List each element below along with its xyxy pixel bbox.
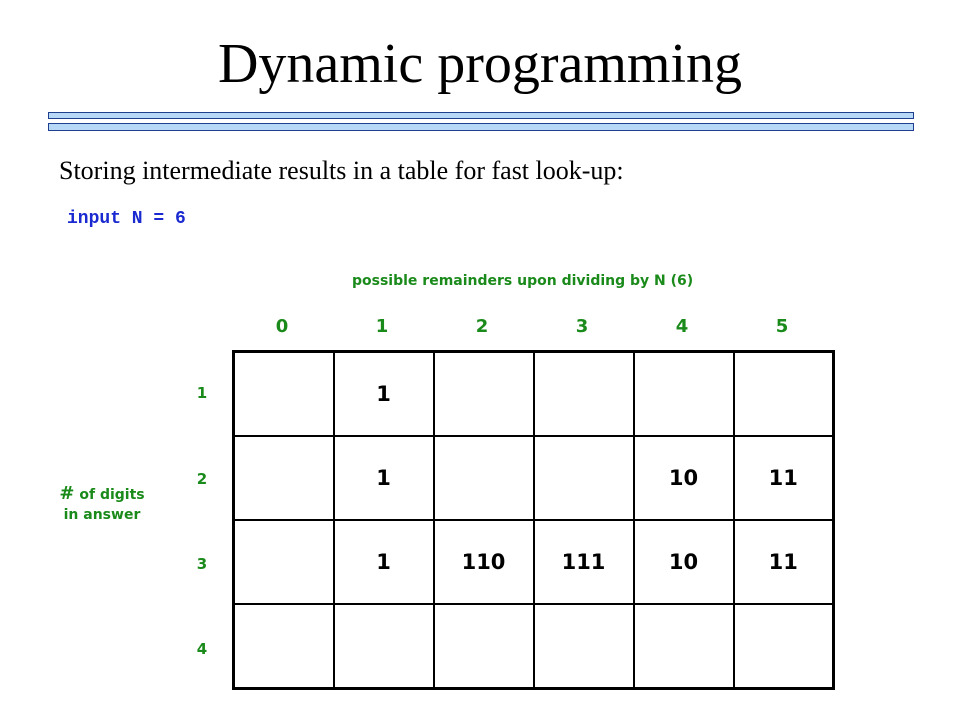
table-cell: 1 xyxy=(332,519,435,605)
row-header-3: 3 xyxy=(196,555,208,573)
dp-table: 1 1 10 11 1 110 111 10 11 xyxy=(232,350,835,690)
table-cell: 10 xyxy=(632,435,735,521)
table-row: 1 10 11 xyxy=(232,435,835,521)
table-cell: 110 xyxy=(432,519,535,605)
column-header-3: 3 xyxy=(575,316,589,337)
row-caption-line1: of digits xyxy=(79,487,145,503)
table-row xyxy=(232,603,835,690)
table-row: 1 xyxy=(232,350,835,437)
row-header-2: 2 xyxy=(196,470,208,488)
table-cell: 111 xyxy=(532,519,635,605)
column-header-5: 5 xyxy=(775,316,789,337)
table-cell: 11 xyxy=(732,519,835,605)
row-caption-hash: # xyxy=(59,483,75,504)
column-header-4: 4 xyxy=(675,316,689,337)
column-header-2: 2 xyxy=(475,316,489,337)
table-cell xyxy=(732,350,835,437)
column-caption: possible remainders upon dividing by N (… xyxy=(352,273,694,289)
row-caption-line2: in answer xyxy=(63,507,141,523)
row-header-4: 4 xyxy=(196,640,208,658)
table-cell: 11 xyxy=(732,435,835,521)
title-divider-bottom xyxy=(48,123,914,131)
title-divider-top xyxy=(48,112,914,119)
table-cell: 1 xyxy=(332,435,435,521)
table-row: 1 110 111 10 11 xyxy=(232,519,835,605)
slide-title: Dynamic programming xyxy=(217,33,743,95)
table-cell: 1 xyxy=(332,350,435,437)
table-cell xyxy=(432,435,535,521)
table-cell xyxy=(232,603,335,690)
table-cell xyxy=(332,603,435,690)
table-cell xyxy=(532,603,635,690)
table-cell xyxy=(432,603,535,690)
input-line: input N = 6 xyxy=(67,209,186,229)
row-caption: # of digits in answer xyxy=(40,484,164,525)
row-header-1: 1 xyxy=(196,384,208,402)
table-cell xyxy=(432,350,535,437)
table-cell xyxy=(532,435,635,521)
table-cell xyxy=(732,603,835,690)
table-cell xyxy=(532,350,635,437)
slide-subtitle: Storing intermediate results in a table … xyxy=(59,156,624,185)
table-cell xyxy=(632,350,735,437)
table-cell xyxy=(232,519,335,605)
table-cell xyxy=(632,603,735,690)
column-header-1: 1 xyxy=(375,316,389,337)
table-cell xyxy=(232,350,335,437)
column-header-0: 0 xyxy=(275,316,289,337)
table-cell xyxy=(232,435,335,521)
table-cell: 10 xyxy=(632,519,735,605)
